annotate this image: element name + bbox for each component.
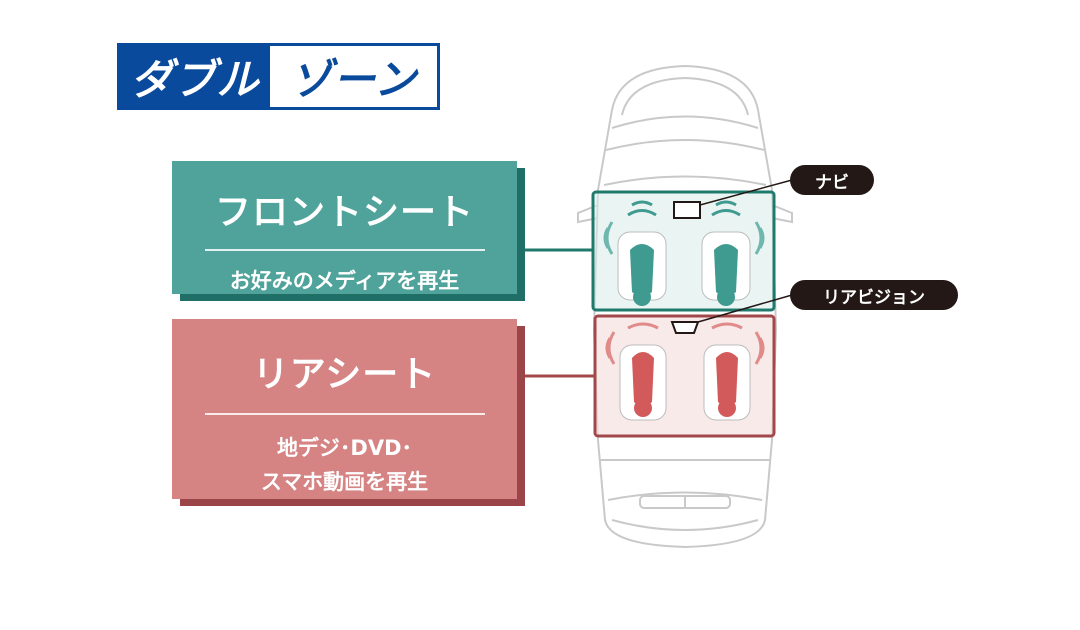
navi-pointer-line (699, 179, 793, 206)
rear-seat-description: 地デジ･DVD･ スマホ動画を再生 (172, 431, 517, 499)
rear-vision-screen-icon (670, 321, 700, 334)
front-seat-divider (204, 249, 485, 251)
rear-vision-label: リアビジョン (790, 280, 958, 310)
navi-screen-icon (673, 201, 701, 219)
rear-vision-pointer-line (697, 294, 793, 323)
rear-seat-description-line1: 地デジ･DVD･ (276, 436, 413, 460)
navi-label: ナビ (790, 165, 874, 195)
rear-seat-description-line2: スマホ動画を再生 (260, 470, 429, 494)
title-part1: ダブル (120, 46, 270, 107)
rear-seat-title: リアシート (252, 354, 437, 395)
title-badge: ダブル ゾーン (117, 43, 440, 110)
rear-seat-divider (204, 413, 485, 415)
front-seat-title: フロントシート (214, 192, 474, 233)
rear-seat-panel: リアシート 地デジ･DVD･ スマホ動画を再生 (172, 319, 517, 499)
front-seat-description: お好みのメディアを再生 (229, 269, 460, 293)
rear-seat-occupants (605, 322, 765, 421)
front-seat-panel: フロントシート お好みのメディアを再生 (172, 161, 517, 294)
front-seat-occupants (603, 200, 765, 306)
title-part2: ゾーン (270, 46, 437, 107)
